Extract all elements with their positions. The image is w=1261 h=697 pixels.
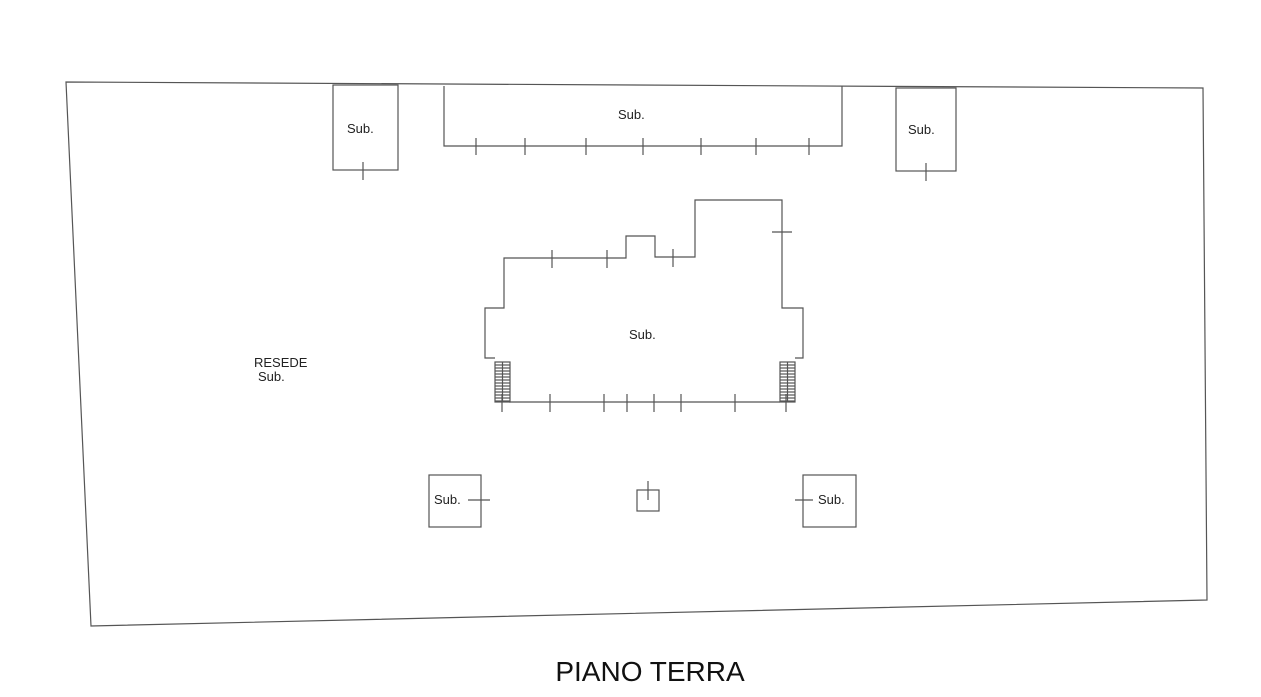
- room-label: Sub.: [347, 121, 374, 136]
- resede-label: RESEDE: [254, 355, 308, 370]
- room-label: Sub.: [818, 492, 845, 507]
- bottom-right-annex: Sub.: [795, 474, 857, 528]
- resede-sub-label: Sub.: [258, 369, 285, 384]
- top-left-annex: Sub.: [332, 84, 399, 180]
- left-stairs: [494, 361, 511, 403]
- room-label: Sub.: [908, 122, 935, 137]
- right-stairs: [779, 361, 796, 403]
- bottom-left-annex: Sub.: [428, 474, 490, 528]
- top-middle-annex: Sub.: [443, 86, 843, 155]
- center-small-structure: [636, 481, 660, 512]
- room-label: Sub.: [618, 107, 645, 122]
- plan-title: PIANO TERRA: [555, 656, 745, 687]
- room-label: Sub.: [629, 327, 656, 342]
- room-label: Sub.: [434, 492, 461, 507]
- lot-boundary: [65, 81, 1208, 627]
- top-right-annex: Sub.: [895, 87, 957, 181]
- main-building: Sub.: [484, 199, 804, 412]
